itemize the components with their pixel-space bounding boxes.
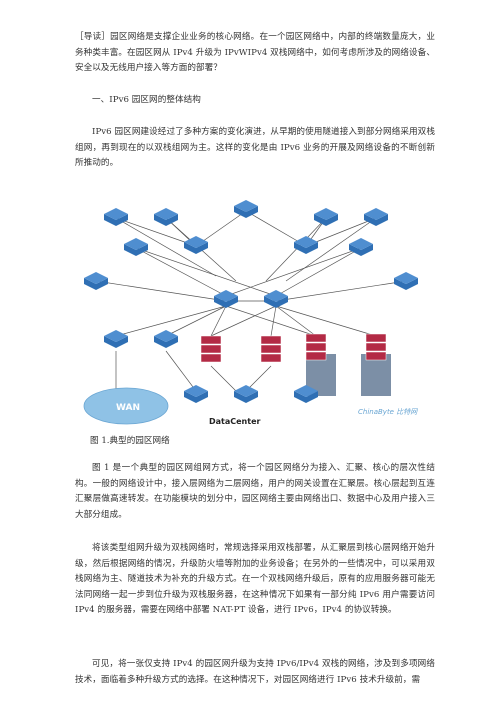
access-switch-icon — [314, 208, 338, 226]
paragraph-4: 可见，将一张仅支持 IPv4 的园区网升级为支持 IPv6/IPv4 双栈的网络… — [75, 659, 435, 685]
access-switch-icon — [104, 208, 128, 226]
datacenter-label: DataCenter — [209, 417, 261, 426]
server-rack-2 — [361, 354, 391, 396]
aggregation-switch-icon — [294, 236, 318, 254]
aggregation-switch-icon — [184, 236, 208, 254]
wan-label: WAN — [116, 403, 140, 413]
aggregation-switch-icon — [124, 238, 148, 256]
network-topology-svg: WAN DataCenter ChinaByte 比特网 — [83, 200, 418, 426]
aggregation-switch-icon — [84, 272, 108, 290]
aggregation-switch-icon — [394, 272, 418, 290]
datacenter-switch-icon — [184, 385, 208, 403]
campus-network-diagram: WAN DataCenter ChinaByte 比特网 — [76, 186, 424, 430]
aggregation-switch-icon — [349, 238, 373, 256]
core-switch-icon — [214, 290, 238, 308]
network-nodes — [84, 200, 418, 403]
edge-switch-icon — [154, 330, 178, 348]
server-stack-icon — [260, 335, 282, 363]
intro-paragraph: ［导读］园区网络是支撑企业业务的核心网络。在一个园区网络中，内部的终端数量庞大，… — [75, 32, 435, 74]
server-stack-icon — [305, 333, 327, 361]
access-switch-icon — [154, 208, 178, 226]
paragraph-2: 图 1 是一个典型的园区网组网方式，将一个园区网络分为接入、汇聚、核心的层次性结… — [75, 463, 435, 520]
core-switch-icon — [264, 290, 288, 308]
server-stack-icon — [365, 333, 387, 361]
datacenter-switch-icon — [294, 385, 318, 403]
figure-caption: 图 1.典型的园区网络 — [90, 436, 170, 446]
paragraph-3: 将该类型组网升级为双栈网络时，常规选择采用双栈部署，从汇聚层到核心层网络开始升级… — [75, 543, 435, 616]
watermark-text: ChinaByte 比特网 — [358, 408, 418, 416]
datacenter-switch-icon — [234, 385, 258, 403]
server-stack-icon — [200, 335, 222, 363]
wan-cloud — [83, 387, 169, 425]
access-switch-icon — [234, 200, 258, 218]
paragraph-1: IPv6 园区网建设经过了多种方案的变化演进，从早期的使用隧道接入到部分网络采用… — [75, 127, 435, 169]
connection-lines — [95, 210, 407, 392]
section-heading: 一、IPv6 园区网的整体结构 — [92, 95, 201, 105]
access-switch-icon — [364, 208, 388, 226]
edge-switch-icon — [104, 330, 128, 348]
